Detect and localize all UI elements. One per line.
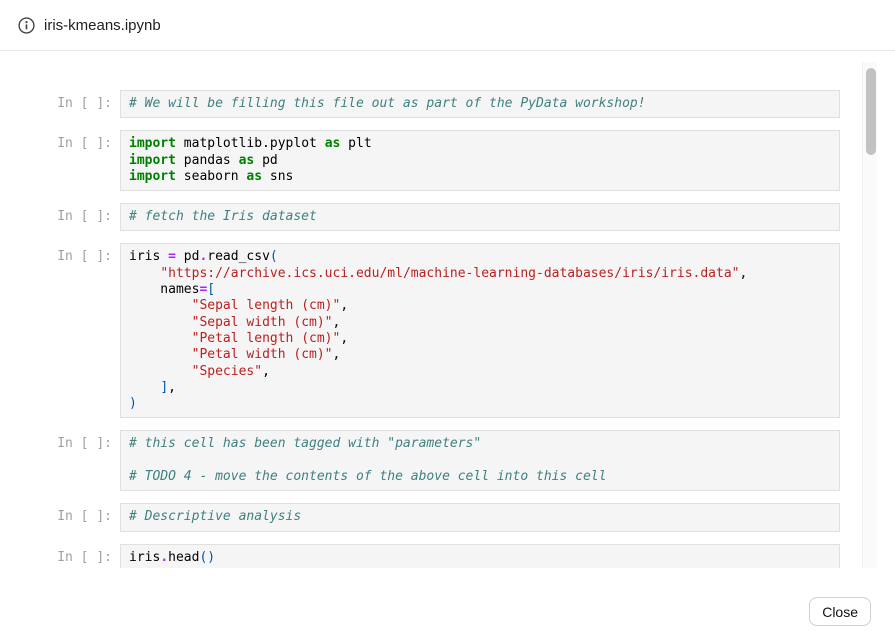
code-line: import pandas as pd xyxy=(129,152,278,168)
code-cell-input: iris = pd.read_csv( "https://archive.ics… xyxy=(120,243,840,419)
code-line: import seaborn as sns xyxy=(129,168,294,184)
code-cell-input: # this cell has been tagged with "parame… xyxy=(120,430,840,492)
info-icon xyxy=(18,16,35,34)
close-button[interactable]: Close xyxy=(809,597,871,626)
code-line: ], xyxy=(160,379,176,395)
notebook-cell-7: In [ ]: iris.head() xyxy=(57,543,840,568)
code-cell-input: iris.head() xyxy=(120,543,840,568)
code-line: "Species", xyxy=(191,363,270,379)
page-title: iris-kmeans.ipynb xyxy=(44,16,161,34)
notebook-cell-3: In [ ]: # fetch the Iris dataset xyxy=(57,203,840,232)
code-cell-input: # Descriptive analysis xyxy=(120,503,840,532)
cell-prompt: In [ ]: xyxy=(57,209,112,225)
code-cell-input: # We will be filling this file out as pa… xyxy=(120,90,840,119)
cell-prompt: In [ ]: xyxy=(57,436,112,452)
code-line: # TODO 4 - move the contents of the abov… xyxy=(129,469,607,485)
code-line: "Petal width (cm)", xyxy=(191,347,341,363)
scrollbar-track[interactable] xyxy=(862,62,877,568)
notebook-cell-6: In [ ]: # Descriptive analysis xyxy=(57,503,840,532)
scrollbar-thumb[interactable] xyxy=(865,68,876,155)
code-line: # We will be filling this file out as pa… xyxy=(129,96,646,111)
cell-prompt: In [ ]: xyxy=(57,249,112,265)
code-line: # this cell has been tagged with "parame… xyxy=(129,436,482,452)
cells-container: In [ ]: # We will be filling this file ou… xyxy=(57,90,862,568)
cell-prompt: In [ ]: xyxy=(57,136,112,152)
code-line: "Petal length (cm)", xyxy=(191,330,349,346)
code-line: # fetch the Iris dataset xyxy=(129,209,317,225)
cell-prompt: In [ ]: xyxy=(57,96,112,111)
notebook-cell-5: In [ ]: # this cell has been tagged with … xyxy=(57,430,840,492)
cell-prompt: In [ ]: xyxy=(57,509,112,525)
notebook-preview: In [ ]: # We will be filling this file ou… xyxy=(0,52,862,568)
header: iris-kmeans.ipynb xyxy=(0,0,895,51)
code-line: iris.head() xyxy=(129,549,216,565)
code-line xyxy=(129,453,831,469)
notebook-cell-1: In [ ]: # We will be filling this file ou… xyxy=(57,90,840,119)
code-line: names=[ xyxy=(129,282,216,298)
code-line: "https://archive.ics.uci.edu/ml/machine-… xyxy=(160,265,748,281)
code-line: "Sepal width (cm)", xyxy=(191,314,341,330)
code-line: "Sepal length (cm)", xyxy=(191,298,349,314)
code-line: ) xyxy=(129,396,137,412)
code-line: # Descriptive analysis xyxy=(129,509,302,525)
code-line: iris = pd.read_csv( xyxy=(129,249,278,265)
code-line: import matplotlib.pyplot as plt xyxy=(129,136,372,152)
cell-prompt: In [ ]: xyxy=(57,549,112,565)
code-cell-input: # fetch the Iris dataset xyxy=(120,203,840,232)
notebook-cell-4: In [ ]: iris = pd.read_csv( "https://arch… xyxy=(57,243,840,419)
